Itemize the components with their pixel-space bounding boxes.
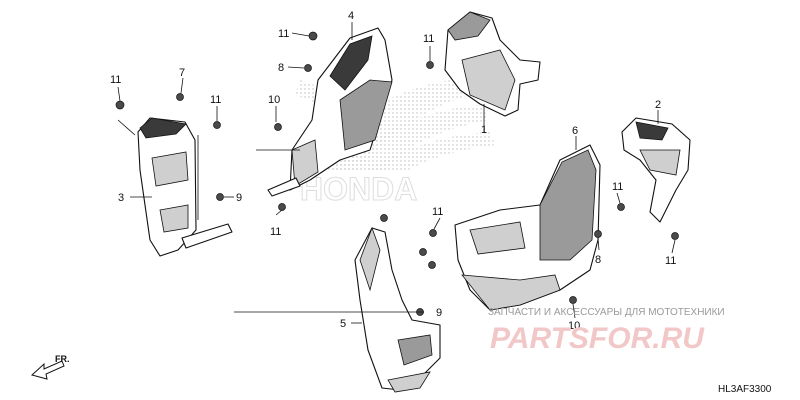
part-4-upper-guard	[267, 27, 393, 197]
callout-11: 11	[270, 226, 281, 238]
diagram-reference-code: HL3AF3300	[718, 384, 772, 395]
callout-8: 8	[278, 62, 284, 74]
watermark-tagline: ЗАПЧАСТИ И АКСЕССУАРЫ ДЛЯ МОТОТЕХНИКИ	[488, 307, 725, 318]
callout-11: 11	[423, 33, 434, 45]
front-direction-arrow: FR.	[30, 354, 70, 380]
leader-lines	[117, 22, 676, 324]
part-2-small-cover	[621, 117, 691, 223]
front-direction-label: FR.	[55, 354, 70, 364]
callout-9: 9	[436, 307, 442, 319]
callout-3: 3	[118, 192, 124, 204]
watermark: ЗАПЧАСТИ И АКСЕССУАРЫ ДЛЯ МОТОТЕХНИКИ PA…	[488, 307, 725, 355]
callout-2: 2	[655, 99, 661, 111]
callout-1: 1	[481, 124, 487, 136]
callout-11: 11	[612, 181, 623, 193]
callout-9: 9	[236, 192, 242, 204]
part-6-lower-guard	[454, 144, 601, 311]
watermark-logo: PARTSFOR.RU	[490, 322, 705, 355]
callout-10: 10	[268, 94, 280, 106]
callout-11: 11	[110, 74, 121, 86]
part-3-side-cover	[137, 117, 233, 257]
callout-5: 5	[340, 318, 346, 330]
callout-11: 11	[210, 94, 221, 106]
callout-10: 10	[568, 320, 580, 332]
part-5-front-cover	[354, 226, 441, 393]
part-1-upper-bracket	[444, 11, 541, 117]
callout-8: 8	[595, 254, 601, 266]
honda-brand-text: HONDA	[300, 171, 417, 207]
callout-11: 11	[278, 28, 289, 40]
callouts: 4 11 8 10 11 11 1 11 7 11 3 9 2 6 11 8 1…	[110, 10, 676, 332]
callout-4: 4	[348, 10, 354, 22]
callout-11: 11	[432, 206, 443, 218]
callout-11: 11	[665, 255, 676, 267]
callout-6: 6	[572, 125, 578, 137]
callout-7: 7	[179, 67, 185, 79]
